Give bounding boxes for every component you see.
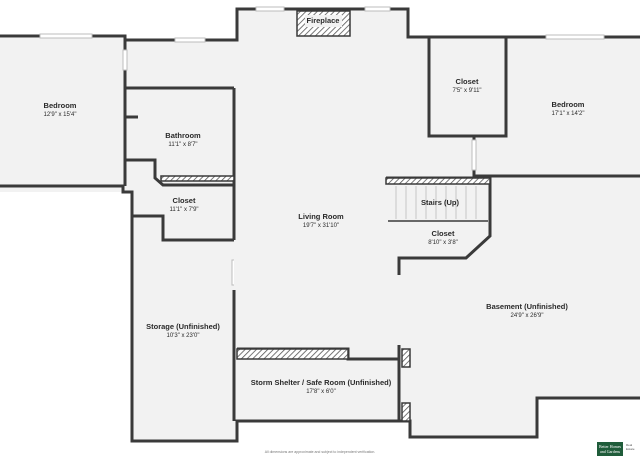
- brand-logo: Better Homes and Gardens: [597, 442, 623, 456]
- bathroom-label: Bathroom 11'1" x 8'7": [165, 131, 200, 149]
- room-name: Closet: [455, 77, 479, 86]
- room-name: Bedroom: [43, 101, 77, 110]
- bedroom-right-label: Bedroom 17'1" x 14'2": [552, 100, 585, 118]
- stairs-label: Stairs (Up): [421, 198, 459, 208]
- shelter-wall-hatch-bottom: [401, 402, 411, 422]
- room-name: Living Room: [298, 212, 344, 221]
- room-dims: 17'1" x 14'2": [551, 111, 585, 117]
- basement-label: Basement (Unfinished) 24'9" x 26'9": [486, 302, 568, 320]
- closet-stairs-label: Closet 8'10" x 3'8": [428, 229, 458, 247]
- storm-shelter-hatch: [236, 348, 349, 360]
- floor-area: [0, 10, 640, 441]
- closet-left-label: Closet 11'1" x 7'9": [169, 196, 198, 214]
- room-name: Storm Shelter / Safe Room (Unfinished): [250, 378, 392, 387]
- closet-top-walls: [427, 37, 508, 138]
- bathroom-bottom-wall: [125, 158, 234, 187]
- closet-top-label: Closet 7'5" x 9'11": [452, 77, 481, 95]
- room-dims: 11'1" x 8'7": [168, 142, 198, 148]
- fireplace-label-bg: [305, 15, 342, 27]
- brand-logo-side-text: Real Estate: [626, 443, 635, 451]
- fireplace-label: Fireplace: [307, 16, 340, 26]
- disclaimer-text: All dimensions are approximate and subje…: [264, 450, 376, 454]
- room-name: Bedroom: [551, 100, 585, 109]
- room-dims: 12'9" x 15'4": [43, 112, 77, 118]
- room-name: Closet: [431, 229, 455, 238]
- room-name: Bathroom: [165, 131, 201, 140]
- bedroom-left-label: Bedroom 12'9" x 15'4": [44, 101, 77, 119]
- room-dims: 24'9" x 26'9": [510, 313, 544, 319]
- room-dims: 7'5" x 9'11": [452, 88, 482, 94]
- storage-label: Storage (Unfinished) 10'3" x 23'0": [146, 322, 220, 340]
- room-name: Stairs (Up): [421, 198, 459, 207]
- living-room-label: Living Room 19'7" x 31'10": [298, 212, 343, 230]
- room-name: Closet: [172, 196, 196, 205]
- door-gaps: [234, 244, 401, 345]
- bathroom-hatch: [160, 175, 235, 182]
- room-dims: 8'10" x 3'8": [428, 240, 458, 246]
- shelter-wall-hatch-top: [401, 348, 411, 368]
- room-name: Basement (Unfinished): [486, 302, 568, 311]
- bathroom-partition: [123, 96, 138, 119]
- room-dims: 19'7" x 31'10": [302, 223, 340, 229]
- outer-wall-bottom-left: [0, 184, 640, 443]
- storm-shelter-label: Storm Shelter / Safe Room (Unfinished) 1…: [251, 378, 391, 396]
- room-dims: 11'1" x 7'9": [169, 207, 199, 213]
- room-dims: 17'8" x 6'0": [306, 389, 336, 395]
- room-dims: 10'3" x 23'0": [166, 333, 200, 339]
- stair-treads: [395, 186, 477, 219]
- stairs-hatch-top: [385, 177, 491, 185]
- room-name: Fireplace: [306, 16, 340, 25]
- room-name: Storage (Unfinished): [146, 322, 220, 331]
